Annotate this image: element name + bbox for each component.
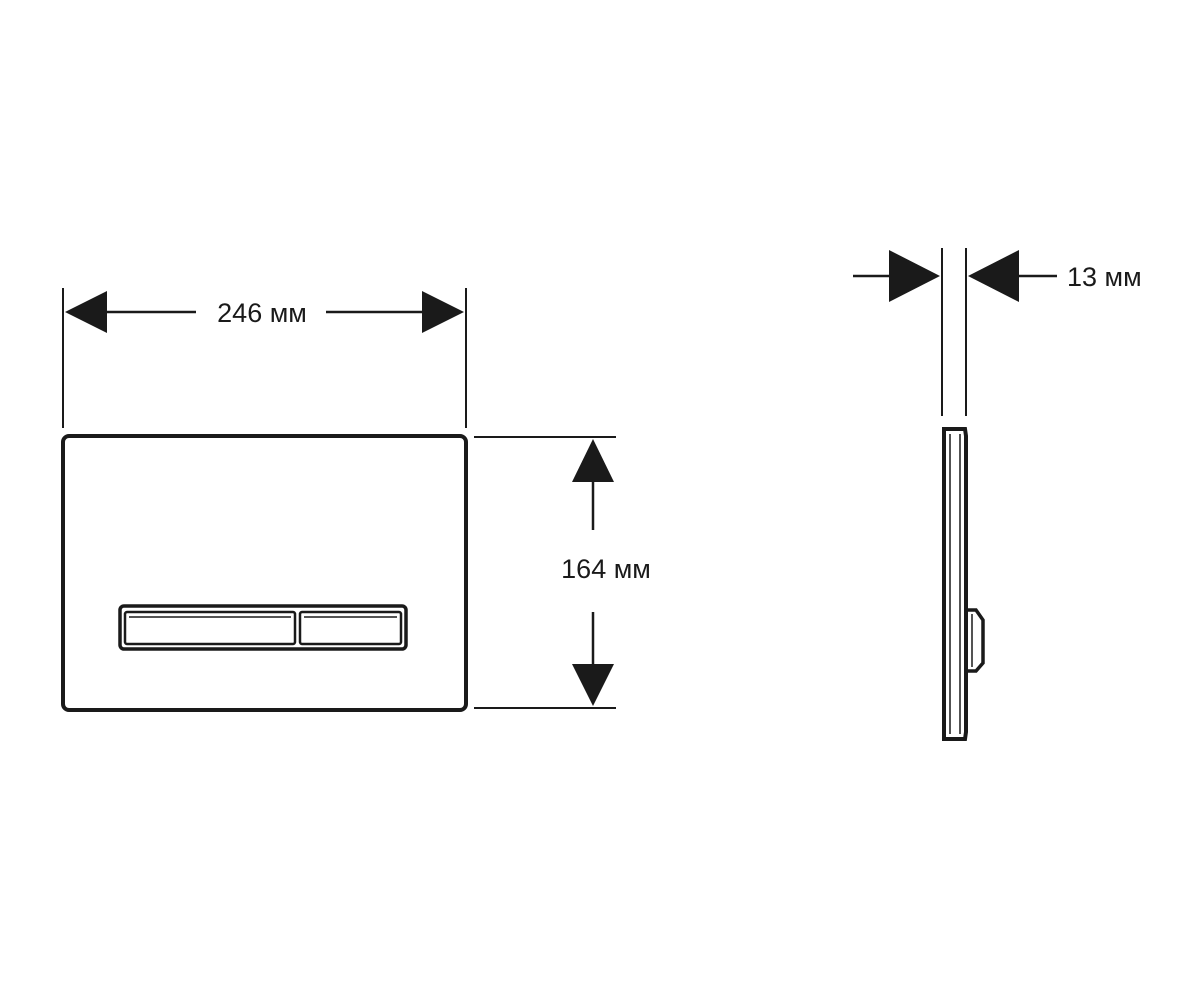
- side-view: [942, 427, 985, 741]
- depth-dimension: [853, 248, 1057, 416]
- depth-label: 13 мм: [1067, 262, 1142, 292]
- height-label: 164 мм: [561, 554, 651, 584]
- side-button-protrusion: [966, 608, 985, 673]
- width-dimension: [62, 288, 467, 428]
- side-panel-outline: [942, 427, 968, 741]
- small-flush-button: [298, 610, 403, 646]
- front-view: [61, 434, 468, 712]
- width-arrow-left-icon: [65, 291, 107, 333]
- depth-arrow-right-icon: [889, 250, 940, 302]
- height-arrow-up-icon: [572, 439, 614, 482]
- height-dimension: [474, 436, 616, 709]
- width-label: 246 мм: [217, 298, 307, 328]
- width-arrow-right-icon: [422, 291, 464, 333]
- depth-arrow-left-icon: [968, 250, 1019, 302]
- front-panel-outline: [61, 434, 468, 712]
- height-arrow-down-icon: [572, 664, 614, 706]
- large-flush-button: [123, 610, 297, 646]
